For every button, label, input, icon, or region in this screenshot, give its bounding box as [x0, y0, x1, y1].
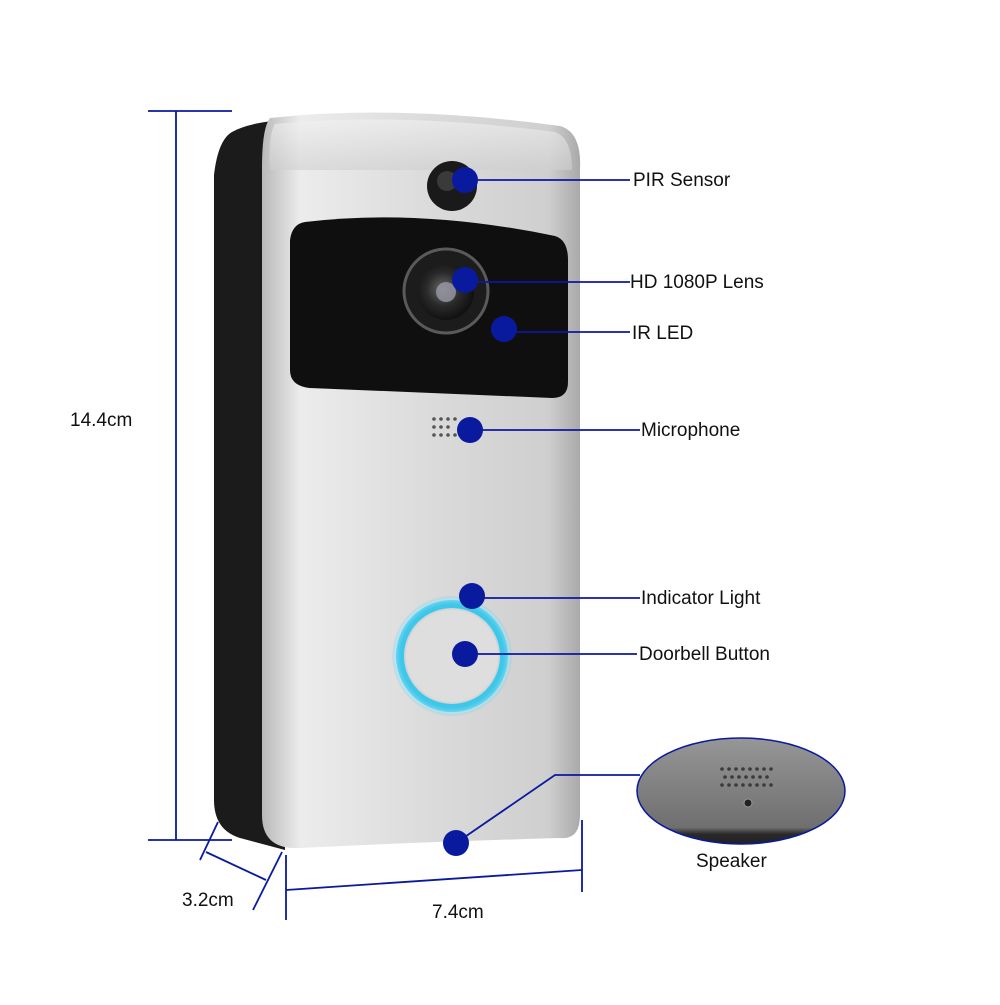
label-doorbell-button: Doorbell Button	[639, 644, 770, 665]
label-indicator-light: Indicator Light	[641, 588, 761, 609]
dimension-width: 7.4cm	[432, 902, 484, 923]
dimension-height: 14.4cm	[70, 410, 133, 431]
dimension-lines	[148, 110, 583, 920]
callout-lines	[455, 179, 640, 844]
faceplate-highlight	[269, 119, 572, 170]
indicator-light-dot	[459, 583, 485, 609]
speaker-inset	[636, 737, 846, 845]
label-pir-sensor: PIR Sensor	[633, 170, 731, 191]
lens-dot	[452, 267, 478, 293]
pir-sensor-dot	[452, 167, 478, 193]
label-ir-led: IR LED	[632, 323, 694, 344]
microphone-dot	[457, 417, 483, 443]
callout-dots	[443, 167, 517, 856]
label-microphone: Microphone	[641, 420, 741, 441]
label-hd-lens: HD 1080P Lens	[630, 272, 764, 293]
speaker-dot	[443, 830, 469, 856]
label-speaker: Speaker	[696, 851, 767, 872]
ir-led-dot	[491, 316, 517, 342]
microphone-holes	[432, 417, 457, 437]
dimension-depth: 3.2cm	[182, 890, 234, 911]
doorbell-button-dot	[452, 641, 478, 667]
